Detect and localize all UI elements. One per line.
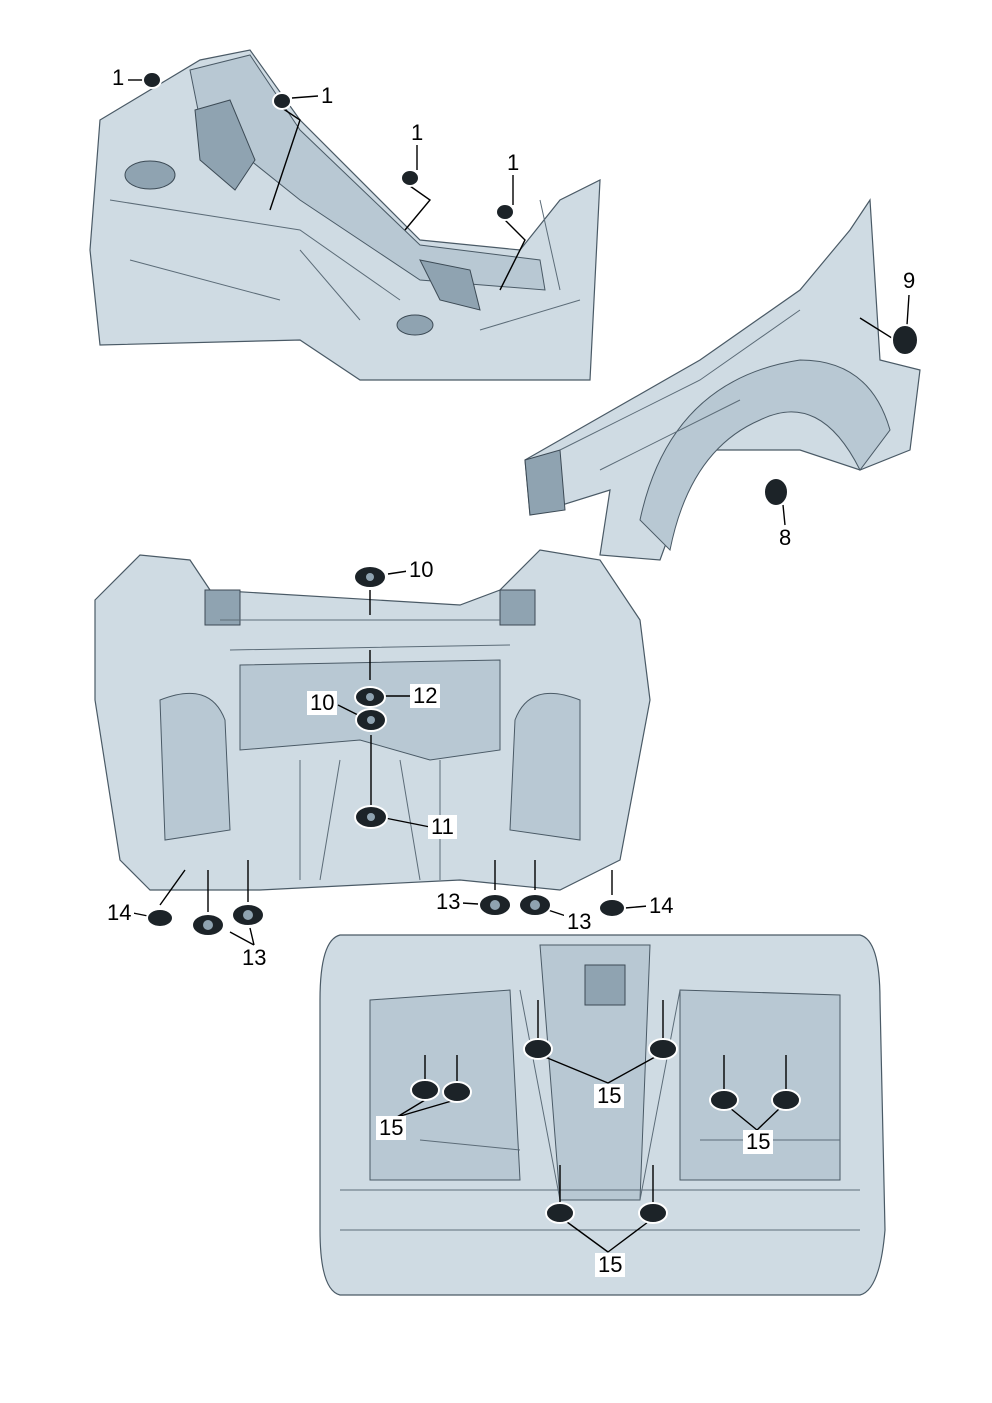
callout-label: 9 xyxy=(900,269,919,293)
callout-label: 13 xyxy=(433,890,464,914)
callout-label: 11 xyxy=(428,815,457,839)
callout-label: 8 xyxy=(776,526,795,550)
callout-label: 15 xyxy=(376,1116,407,1140)
callout-label: 10 xyxy=(406,558,437,582)
callout-label: 10 xyxy=(307,691,338,715)
callout-label: 13 xyxy=(564,910,595,934)
callout-label: 15 xyxy=(594,1084,625,1108)
leader-lines xyxy=(128,79,910,1253)
callout-label: 1 xyxy=(408,121,427,145)
callout-label: 1 xyxy=(504,151,523,175)
plenum-panel-view xyxy=(89,49,601,381)
plug-icon xyxy=(142,71,515,221)
callout-label: 14 xyxy=(646,894,677,918)
callout-label: 12 xyxy=(410,684,441,708)
callout-label: 15 xyxy=(595,1253,626,1277)
callout-label: 1 xyxy=(109,66,128,90)
callout-label: 14 xyxy=(104,901,135,925)
callout-label: 13 xyxy=(239,946,270,970)
callout-label: 15 xyxy=(743,1130,774,1154)
underbody-view xyxy=(319,934,886,1296)
grommets xyxy=(142,71,919,1224)
callout-label: 1 xyxy=(318,84,337,108)
wheelhouse-view xyxy=(524,198,921,561)
